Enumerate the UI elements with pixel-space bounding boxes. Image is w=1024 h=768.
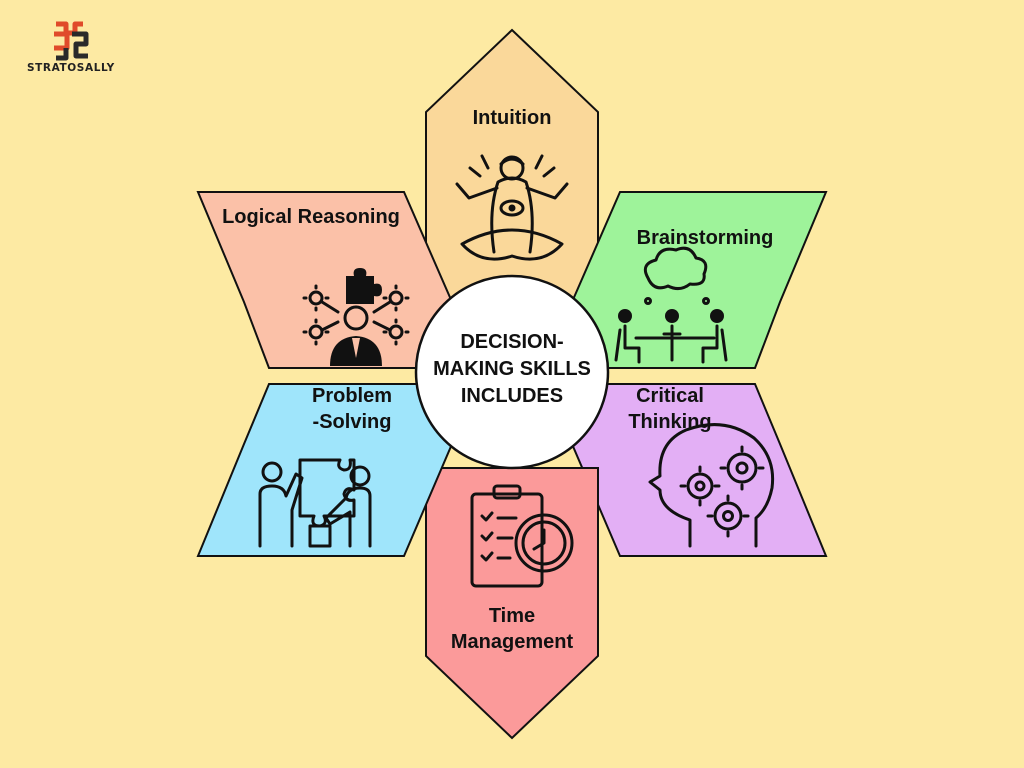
center-hub: DECISION- MAKING SKILLS INCLUDES [414, 274, 610, 470]
skill-label-brainstorming: Brainstorming [637, 227, 774, 249]
skill-label-problem-2: -Solving [313, 411, 392, 433]
brand-name: STRATOSALLY [27, 62, 115, 74]
puzzle-team-icon [258, 458, 372, 548]
team-thinking-icon [614, 246, 728, 364]
skill-label-time-1: Time [489, 605, 535, 627]
center-line-2: MAKING SKILLS [433, 358, 591, 380]
petal-critical-thinking: Critical Thinking [546, 383, 828, 557]
petal-logical-reasoning: Logical Reasoning [196, 191, 478, 369]
petal-time-management: Time Management [425, 467, 599, 740]
person-gears-icon [302, 268, 410, 366]
center-line-1: DECISION- [460, 331, 563, 353]
skill-label-critical-2: Thinking [628, 411, 711, 433]
skill-label-logical: Logical Reasoning [222, 206, 400, 228]
petal-problem-solving: Problem -Solving [196, 383, 478, 557]
skill-label-problem-1: Problem [312, 385, 392, 407]
center-line-3: INCLUDES [461, 385, 563, 407]
skill-label-intuition: Intuition [473, 107, 552, 129]
skill-label-time-2: Management [451, 631, 574, 653]
skill-label-critical-1: Critical [636, 385, 704, 407]
head-gears-icon [648, 423, 775, 548]
meditation-icon [455, 154, 569, 261]
petal-intuition: Intuition [425, 28, 599, 319]
stratosally-logo-icon [54, 21, 89, 61]
clipboard-clock-icon [470, 484, 574, 588]
petal-brainstorming: Brainstorming [546, 191, 828, 369]
